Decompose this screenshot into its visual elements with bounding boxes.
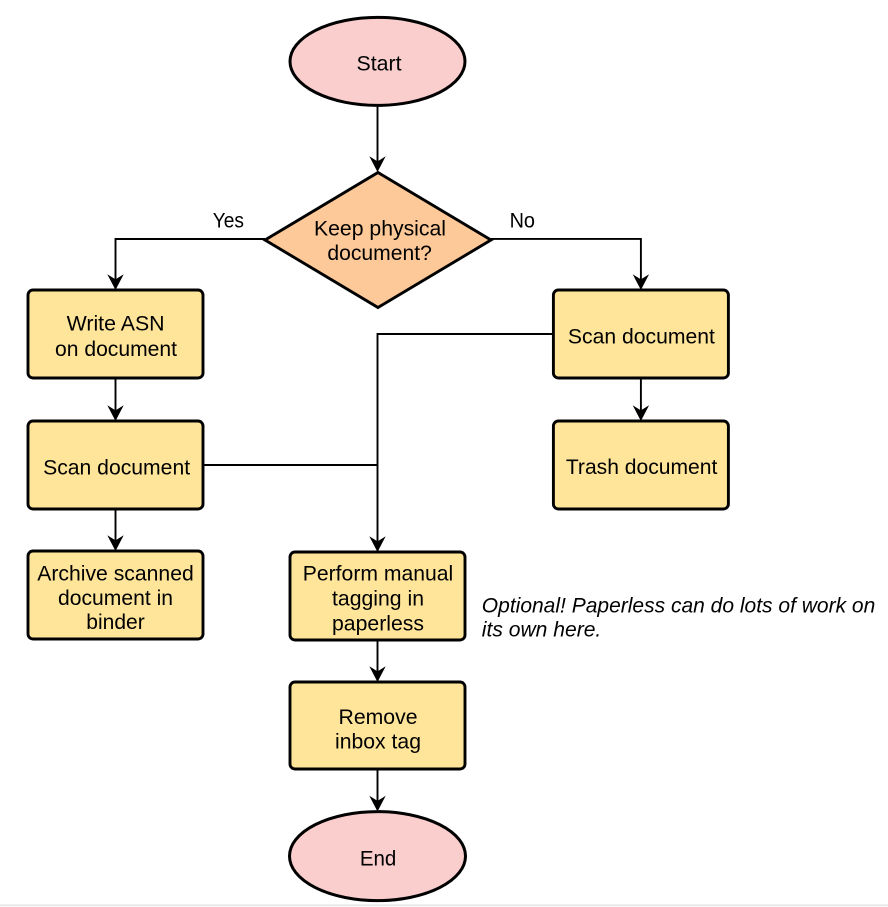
svg-text:Write ASN: Write ASN bbox=[67, 312, 165, 335]
svg-text:Scan document: Scan document bbox=[43, 456, 190, 479]
svg-text:tagging in: tagging in bbox=[332, 588, 424, 611]
svg-text:Archive scanned: Archive scanned bbox=[37, 562, 194, 585]
svg-text:document in: document in bbox=[58, 587, 173, 610]
svg-text:Remove: Remove bbox=[339, 706, 418, 729]
svg-text:Optional! Paperless can do lot: Optional! Paperless can do lots of work … bbox=[482, 595, 876, 618]
svg-text:Start: Start bbox=[357, 52, 402, 75]
svg-text:Yes: Yes bbox=[213, 210, 244, 233]
svg-text:Perform manual: Perform manual bbox=[303, 563, 454, 586]
svg-text:document?: document? bbox=[327, 242, 432, 265]
svg-text:End: End bbox=[360, 848, 397, 871]
svg-text:Scan document: Scan document bbox=[568, 326, 715, 349]
svg-text:paperless: paperless bbox=[332, 613, 424, 636]
svg-text:inbox tag: inbox tag bbox=[335, 730, 421, 753]
svg-text:its own here.: its own here. bbox=[482, 618, 602, 641]
svg-text:Trash document: Trash document bbox=[566, 456, 718, 479]
svg-text:No: No bbox=[510, 210, 535, 233]
svg-text:Keep physical: Keep physical bbox=[314, 217, 446, 240]
svg-text:binder: binder bbox=[86, 611, 145, 634]
svg-text:on document: on document bbox=[55, 338, 177, 361]
